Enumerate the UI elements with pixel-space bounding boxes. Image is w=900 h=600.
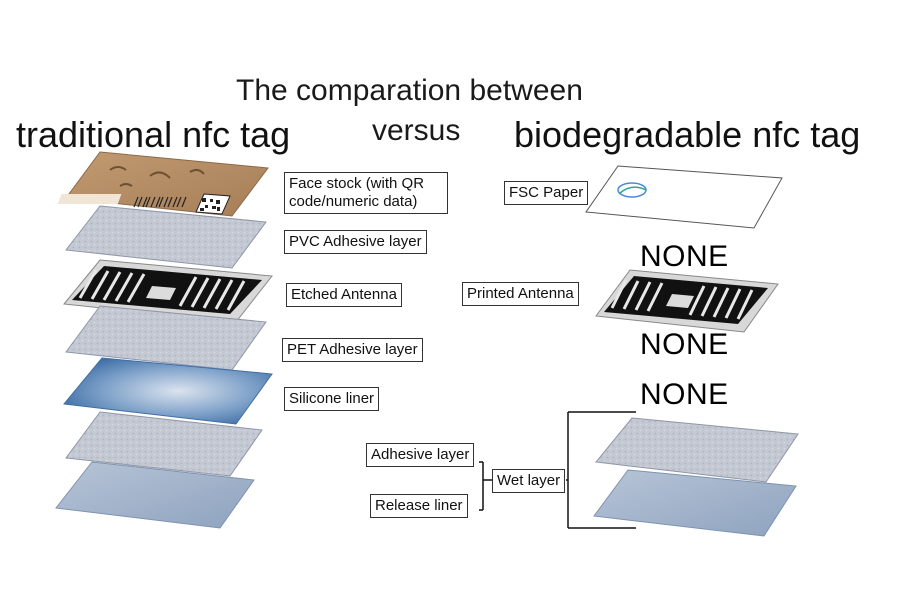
label-pvc-adhesive: PVC Adhesive layer <box>284 230 427 254</box>
label-printed-antenna: Printed Antenna <box>462 282 579 306</box>
release-liner-right <box>593 469 797 537</box>
silicone-liner-layer <box>63 357 273 425</box>
label-adhesive-layer: Adhesive layer <box>366 443 475 467</box>
label-fsc-paper: FSC Paper <box>504 181 589 205</box>
fsc-logo-graphic <box>617 182 647 198</box>
fsc-paper-layer <box>585 165 783 229</box>
face-stock-layer <box>57 151 269 217</box>
label-pet-adhesive: PET Adhesive layer <box>282 338 423 362</box>
label-release-liner: Release liner <box>370 494 468 518</box>
label-silicone-liner: Silicone liner <box>284 387 380 411</box>
label-wet-layer: Wet layer <box>492 469 566 493</box>
adhesive-layer-right <box>595 417 799 483</box>
label-etched-antenna: Etched Antenna <box>286 283 402 307</box>
pvc-adhesive-layer <box>65 205 267 269</box>
wet-layer-bracket <box>479 461 492 511</box>
right-stack-bracket <box>566 411 636 529</box>
none-marker-pet: NONE <box>640 328 729 361</box>
heading-traditional: traditional nfc tag <box>16 114 291 155</box>
adhesive-layer-left <box>65 411 263 477</box>
heading-biodegradable: biodegradable nfc tag <box>514 114 861 155</box>
release-liner-left <box>55 461 255 529</box>
none-marker-silicone: NONE <box>640 378 729 411</box>
printed-antenna-layer <box>595 269 779 333</box>
etched-antenna-layer <box>63 259 273 323</box>
none-marker-pvc: NONE <box>640 240 729 273</box>
barcode-graphic <box>57 194 187 208</box>
qr-code-graphic <box>195 193 231 215</box>
label-face-stock: Face stock (with QR code/numeric data) <box>284 172 448 214</box>
title-line-2: versus <box>372 114 461 147</box>
title-line-1: The comparation between <box>236 74 583 107</box>
